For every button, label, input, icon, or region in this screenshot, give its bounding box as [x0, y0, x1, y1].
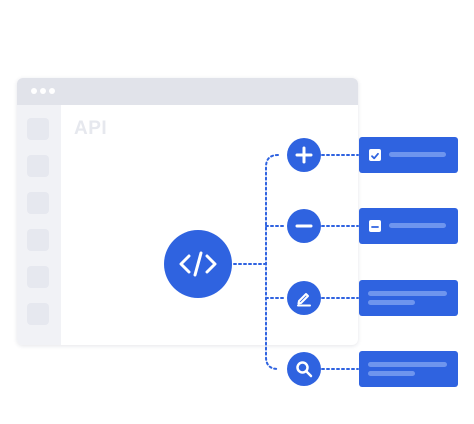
card-text-placeholder [389, 152, 446, 157]
search-result-card [359, 351, 458, 387]
window-titlebar [17, 78, 358, 105]
sidebar-placeholder [27, 303, 49, 325]
minus-icon [295, 224, 313, 228]
card-text-placeholder [368, 291, 447, 296]
card-text-placeholder [368, 300, 415, 305]
card-text-placeholder [368, 362, 447, 367]
card-text-placeholder [368, 371, 415, 376]
create-result-card [359, 137, 458, 173]
edit-action-node [287, 281, 321, 315]
search-icon [296, 361, 313, 378]
sidebar-placeholder [27, 266, 49, 288]
window-sidebar [17, 105, 61, 345]
checked-icon [369, 149, 381, 161]
search-action-node [287, 352, 321, 386]
sidebar-placeholder [27, 155, 49, 177]
minus-box-icon [369, 220, 381, 232]
api-label: API [74, 118, 108, 139]
delete-action-node [287, 209, 321, 243]
delete-result-card [359, 208, 458, 244]
code-icon [179, 251, 217, 277]
code-node [164, 230, 232, 298]
window-dot [40, 88, 46, 94]
sidebar-placeholder [27, 118, 49, 140]
window-dot [49, 88, 55, 94]
pencil-icon [297, 293, 311, 307]
sidebar-placeholder [27, 192, 49, 214]
card-text-placeholder [389, 223, 446, 228]
create-action-node [287, 138, 321, 172]
sidebar-placeholder [27, 229, 49, 251]
window-dot [31, 88, 37, 94]
connector-spine [265, 154, 279, 370]
edit-result-card [359, 280, 458, 316]
plus-icon [295, 146, 313, 164]
